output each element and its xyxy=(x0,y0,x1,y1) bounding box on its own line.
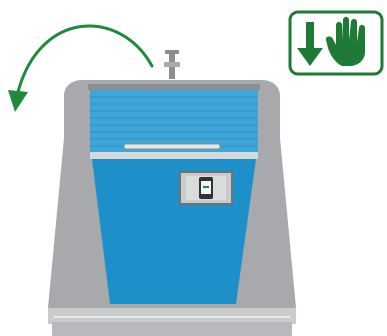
shutter-handle xyxy=(124,144,220,149)
top-handle xyxy=(164,50,180,79)
ledge xyxy=(90,152,258,159)
roller-shutter xyxy=(90,90,258,152)
display-screen xyxy=(180,172,232,204)
machine-base xyxy=(48,308,296,336)
phone-icon xyxy=(199,177,213,199)
instruction-badge xyxy=(290,12,382,74)
